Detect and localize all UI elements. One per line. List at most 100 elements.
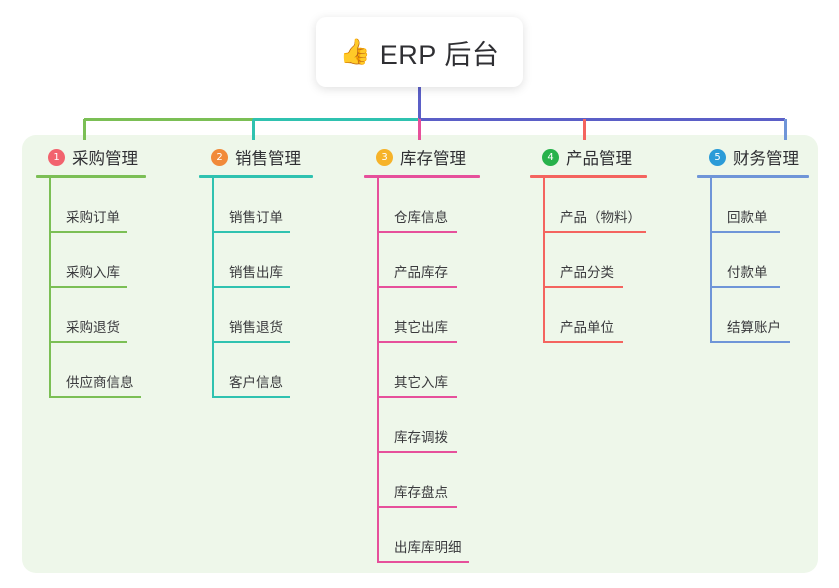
- branch-spine-5: [710, 178, 712, 343]
- branch-child[interactable]: 库存盘点: [364, 453, 524, 508]
- branch-children-2: 销售订单销售出库销售退货客户信息: [199, 178, 349, 398]
- branch-header-4[interactable]: 4 产品管理: [530, 145, 690, 169]
- branch-child-rule: [49, 341, 127, 343]
- branch-child-label: 供应商信息: [66, 375, 134, 391]
- root-title: ERP 后台: [379, 39, 500, 70]
- branch-title-2: 销售管理: [235, 150, 301, 168]
- branch-child-label: 销售出库: [229, 265, 283, 281]
- branch-child-rule: [212, 396, 290, 398]
- branch-children-1: 采购订单采购入库采购退货供应商信息: [36, 178, 186, 398]
- branch-child[interactable]: 销售订单: [199, 178, 349, 233]
- branch-title-5: 财务管理: [733, 150, 799, 168]
- branch-child-rule: [377, 451, 457, 453]
- branch-child-rule: [543, 286, 623, 288]
- branch-children-5: 回款单付款单结算账户: [697, 178, 839, 343]
- branch-child-rule: [377, 286, 457, 288]
- branch-child[interactable]: 销售退货: [199, 288, 349, 343]
- branch-column-4: 4 产品管理产品（物料） 产品分类产品单位: [530, 145, 690, 343]
- branch-child[interactable]: 出库库明细: [364, 508, 524, 563]
- branch-child-rule: [377, 231, 457, 233]
- branch-child-rule: [49, 286, 127, 288]
- branch-title-1: 采购管理: [72, 150, 138, 168]
- branch-child-label: 采购订单: [66, 210, 120, 226]
- branch-child-rule: [710, 341, 790, 343]
- branch-child-rule: [377, 561, 469, 563]
- branch-child[interactable]: 产品（物料）: [530, 178, 690, 233]
- branch-child-label: 客户信息: [229, 375, 283, 391]
- branch-child[interactable]: 采购退货: [36, 288, 186, 343]
- branch-child[interactable]: 回款单: [697, 178, 839, 233]
- root-node[interactable]: 👍 ERP 后台: [316, 17, 523, 87]
- branch-header-5[interactable]: 5 财务管理: [697, 145, 839, 169]
- branch-child[interactable]: 产品单位: [530, 288, 690, 343]
- branch-child-rule: [212, 341, 290, 343]
- branch-child-label: 产品库存: [394, 265, 448, 281]
- branch-child-label: 产品分类: [560, 265, 614, 281]
- branch-header-1[interactable]: 1 采购管理: [36, 145, 186, 169]
- branch-header-2[interactable]: 2 销售管理: [199, 145, 349, 169]
- branch-column-5: 5 财务管理回款单付款单结算账户: [697, 145, 839, 343]
- branch-spine-1: [49, 178, 51, 398]
- branch-rule-1: [36, 175, 146, 178]
- branch-children-4: 产品（物料） 产品分类产品单位: [530, 178, 690, 343]
- branch-child-label: 出库库明细: [394, 540, 462, 556]
- branch-child-label: 其它入库: [394, 375, 448, 391]
- branch-child-label: 库存盘点: [394, 485, 448, 501]
- branch-badge-4: 4: [542, 148, 559, 166]
- branch-child[interactable]: 产品库存: [364, 233, 524, 288]
- branch-child-rule: [543, 341, 623, 343]
- branch-child-label: 产品（物料）: [560, 210, 641, 226]
- branch-child-rule: [377, 341, 457, 343]
- branch-rule-4: [530, 175, 647, 178]
- branch-child[interactable]: 供应商信息: [36, 343, 186, 398]
- branch-children-3: 仓库信息产品库存其它出库其它入库库存调拨库存盘点出库库明细: [364, 178, 524, 563]
- branch-column-1: 1 采购管理采购订单采购入库采购退货供应商信息: [36, 145, 186, 398]
- branch-child[interactable]: 其它出库: [364, 288, 524, 343]
- branch-child-rule: [710, 286, 780, 288]
- branch-rule-2: [199, 175, 313, 178]
- branch-child-label: 仓库信息: [394, 210, 448, 226]
- thumbs-up-icon: 👍: [339, 37, 371, 66]
- branch-spine-2: [212, 178, 214, 398]
- branch-child[interactable]: 客户信息: [199, 343, 349, 398]
- branch-spine-4: [543, 178, 545, 343]
- branch-badge-1: 1: [48, 148, 65, 166]
- branch-child-rule: [377, 396, 457, 398]
- branch-column-3: 3 库存管理仓库信息产品库存其它出库其它入库库存调拨库存盘点出库库明细: [364, 145, 524, 563]
- branch-child-label: 库存调拨: [394, 430, 448, 446]
- branch-child-rule: [710, 231, 780, 233]
- branch-child-label: 付款单: [727, 265, 768, 281]
- branch-child[interactable]: 采购订单: [36, 178, 186, 233]
- branches-panel: [22, 135, 818, 573]
- branch-child-rule: [49, 231, 127, 233]
- branch-child[interactable]: 库存调拨: [364, 398, 524, 453]
- branch-child-rule: [212, 286, 290, 288]
- branch-rule-5: [697, 175, 809, 178]
- branch-child-label: 其它出库: [394, 320, 448, 336]
- branch-child[interactable]: 付款单: [697, 233, 839, 288]
- branch-badge-3: 3: [376, 148, 393, 166]
- branch-child[interactable]: 产品分类: [530, 233, 690, 288]
- branch-child[interactable]: 销售出库: [199, 233, 349, 288]
- branch-child[interactable]: 其它入库: [364, 343, 524, 398]
- branch-child-rule: [49, 396, 141, 398]
- branch-header-3[interactable]: 3 库存管理: [364, 145, 524, 169]
- branch-child-label: 产品单位: [560, 320, 614, 336]
- branch-badge-5: 5: [709, 148, 726, 166]
- branch-child-rule: [212, 231, 290, 233]
- branch-child-label: 销售订单: [229, 210, 283, 226]
- branch-title-4: 产品管理: [566, 150, 632, 168]
- branch-child[interactable]: 仓库信息: [364, 178, 524, 233]
- branch-badge-2: 2: [211, 148, 228, 166]
- branch-column-2: 2 销售管理销售订单销售出库销售退货客户信息: [199, 145, 349, 398]
- branch-child[interactable]: 采购入库: [36, 233, 186, 288]
- branch-child-rule: [377, 506, 457, 508]
- branch-title-3: 库存管理: [400, 150, 466, 168]
- branch-child-label: 回款单: [727, 210, 768, 226]
- branch-child-rule: [543, 231, 646, 233]
- branch-child-label: 采购退货: [66, 320, 120, 336]
- branch-child-label: 采购入库: [66, 265, 120, 281]
- branch-child-label: 结算账户: [727, 320, 781, 336]
- branch-rule-3: [364, 175, 480, 178]
- branch-child[interactable]: 结算账户: [697, 288, 839, 343]
